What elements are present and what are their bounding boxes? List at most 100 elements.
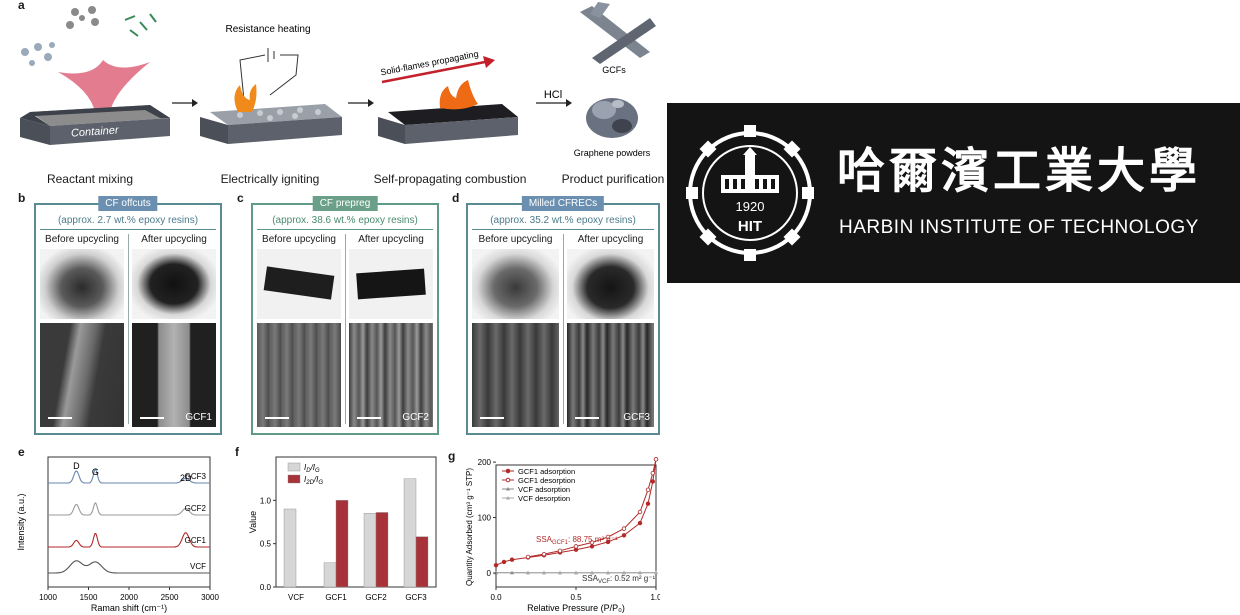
panel-d-after-sem: GCF3 xyxy=(567,323,654,427)
gcfs-label: GCFs xyxy=(602,65,626,75)
panel-d: Milled CFRECs (approx. 35.2 wt.% epoxy r… xyxy=(466,196,660,435)
panel-c-divider xyxy=(257,229,433,230)
mg-particles xyxy=(21,42,55,66)
emblem-year: 1920 xyxy=(736,199,765,214)
panel-c-before-sem xyxy=(257,323,341,427)
raman-series-label: VCF xyxy=(190,562,206,571)
bet-x-tick-label: 0.0 xyxy=(490,593,502,602)
bet-y-tick-label: 100 xyxy=(478,514,492,523)
hit-emblem: 1920 HIT xyxy=(686,125,814,261)
raman-x-tick-label: 1000 xyxy=(39,593,57,602)
hcl-label: HCl xyxy=(544,89,562,101)
raman-series-label: GCF2 xyxy=(185,504,207,513)
bar-gcf2-0 xyxy=(363,513,377,588)
panel-a: a Container xyxy=(0,0,665,190)
panel-d-after-photo xyxy=(567,249,654,319)
isotherm-point xyxy=(590,570,594,575)
isotherm-point xyxy=(510,570,514,575)
ignition-flame xyxy=(234,84,257,112)
bet-y-axis-label: Quantity Adsorbed (cm³ g⁻¹ STP) xyxy=(465,468,474,586)
hit-chinese-name: 哈爾濱工業大學 xyxy=(837,143,1202,199)
bar-gcf2-1 xyxy=(375,512,389,588)
bet-legend-marker xyxy=(505,468,511,474)
scale-bar xyxy=(48,417,72,419)
bar-y-tick-label: 0.0 xyxy=(260,583,272,592)
bar-legend-swatch xyxy=(287,462,301,472)
isotherm-point xyxy=(558,570,562,575)
isotherm-point xyxy=(638,570,642,575)
bar-category-label: VCF xyxy=(288,593,304,602)
panel-d-before-photo xyxy=(472,249,559,319)
panel-b-divider xyxy=(40,229,216,230)
bar-category-label: GCF1 xyxy=(325,593,347,602)
isotherm-line-0 xyxy=(495,459,657,566)
container-1 xyxy=(20,105,170,145)
panel-c-sem-label: GCF2 xyxy=(402,412,429,423)
isotherm-point xyxy=(589,544,595,549)
bet-y-tick-label: 200 xyxy=(478,458,492,467)
isotherm-point xyxy=(509,557,515,562)
combustion-flame xyxy=(439,80,478,110)
scale-bar xyxy=(480,417,504,419)
panel-b-before-photo xyxy=(40,249,124,319)
panel-b-after-photo xyxy=(132,249,216,319)
panel-c-after-photo xyxy=(349,249,433,319)
panel-d-label: d xyxy=(452,191,460,205)
raman-y-axis-label: Intensity (a.u.) xyxy=(16,493,26,550)
panel-c-after-sem: GCF2 xyxy=(349,323,433,427)
panel-c-tag: CF prepreg xyxy=(312,196,378,211)
panel-c-before-photo xyxy=(257,249,341,319)
raman-x-tick-label: 2500 xyxy=(161,593,179,602)
bet-legend-label: GCF1 desorption xyxy=(518,476,575,485)
scale-bar xyxy=(265,417,289,419)
bar-legend-swatch xyxy=(287,474,301,484)
bar-gcf3-1 xyxy=(415,536,429,588)
mixing-arrow xyxy=(58,60,150,112)
scale-bar xyxy=(140,417,164,419)
raman-line-gcf2 xyxy=(48,502,210,516)
panel-d-after-heading: After upcycling xyxy=(577,234,644,245)
isotherm-point xyxy=(525,554,531,560)
panel-d-tag: Milled CFRECs xyxy=(521,196,605,211)
panel-d-before-heading: Before upcycling xyxy=(478,234,553,245)
bar-category-label: GCF2 xyxy=(365,593,387,602)
panel-c-column-divider xyxy=(345,234,346,424)
bet-x-tick-label: 0.5 xyxy=(570,593,582,602)
raman-line-gcf3 xyxy=(48,469,210,484)
panel-c-subtitle: (approx. 38.6 wt.% epoxy resins) xyxy=(272,215,418,226)
bet-legend-marker xyxy=(506,487,510,491)
isotherm-point xyxy=(637,509,643,515)
bar-category-label: GCF3 xyxy=(405,593,427,602)
panel-c-before-heading: Before upcycling xyxy=(262,234,336,245)
isotherm-point xyxy=(574,570,578,575)
scale-bar xyxy=(357,417,381,419)
isotherm-point xyxy=(557,548,563,554)
panel-c-label: c xyxy=(237,191,244,205)
panel-d-divider xyxy=(472,229,654,230)
raman-peak-label: G xyxy=(92,467,99,477)
panel-a-schematic: Container Resistance heating Solid-flame… xyxy=(20,2,656,158)
panel-b-after-heading: After upcycling xyxy=(141,234,207,245)
bet-legend-marker xyxy=(506,496,510,500)
panel-b-after-sem: GCF1 xyxy=(132,323,216,427)
panel-b-column-divider xyxy=(128,234,129,424)
container-3 xyxy=(378,104,518,144)
isotherm-point xyxy=(622,570,626,575)
bet-legend-label: GCF1 adsorption xyxy=(518,467,575,476)
raman-x-tick-label: 3000 xyxy=(201,593,219,602)
panel-d-sem-label: GCF3 xyxy=(623,412,650,423)
isotherm-point xyxy=(654,570,658,575)
graphene-product-image xyxy=(586,98,638,138)
raman-series-label: GCF3 xyxy=(185,472,207,481)
isotherm-point xyxy=(493,563,499,568)
bar-plot-frame xyxy=(275,456,437,588)
isotherm-point xyxy=(542,570,546,575)
panel-c: CF prepreg (approx. 38.6 wt.% epoxy resi… xyxy=(251,196,439,435)
panel-a-label: a xyxy=(18,0,25,12)
raman-peak-label: 2D xyxy=(180,473,192,483)
bar-y-axis-label: Value xyxy=(248,511,258,533)
isotherm-point xyxy=(541,551,547,557)
bet-legend-label: VCF desorption xyxy=(518,494,570,503)
isotherm-point xyxy=(589,540,595,545)
